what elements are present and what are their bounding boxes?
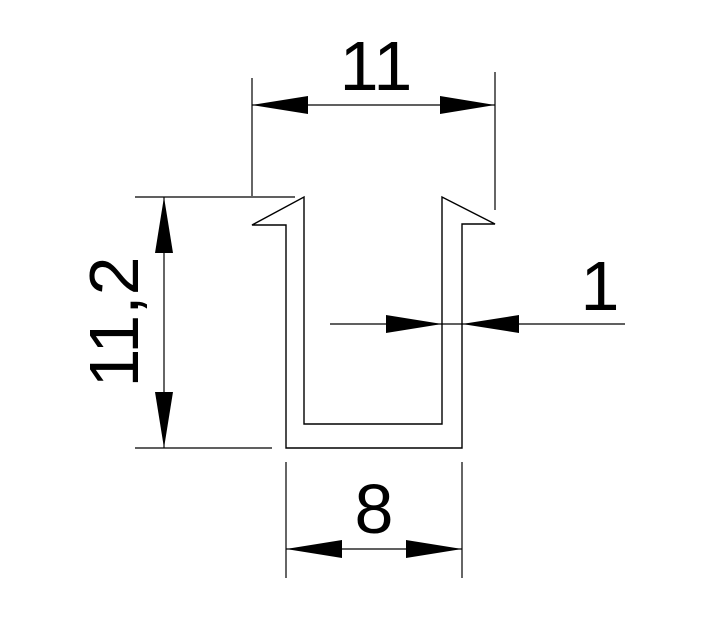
wall-thickness-label: 1 <box>581 247 620 325</box>
arrowhead-right <box>440 96 495 114</box>
arrowhead-top <box>155 197 173 253</box>
bottom-width-label: 8 <box>355 470 394 548</box>
top-width-dimension: 11 <box>251 27 496 210</box>
arrowhead-left <box>286 540 342 558</box>
arrowhead-right <box>406 540 462 558</box>
height-label: 11,2 <box>75 256 153 387</box>
arrowhead-bottom <box>155 392 173 448</box>
top-width-label: 11 <box>340 27 413 105</box>
bottom-width-dimension: 8 <box>285 462 463 578</box>
arrowhead-right <box>462 315 519 333</box>
arrowhead-left <box>386 315 442 333</box>
height-dimension: 11,2 <box>75 196 295 449</box>
u-channel-profile <box>251 195 496 449</box>
wall-thickness-dimension: 1 <box>330 247 625 333</box>
arrowhead-left <box>252 96 308 114</box>
